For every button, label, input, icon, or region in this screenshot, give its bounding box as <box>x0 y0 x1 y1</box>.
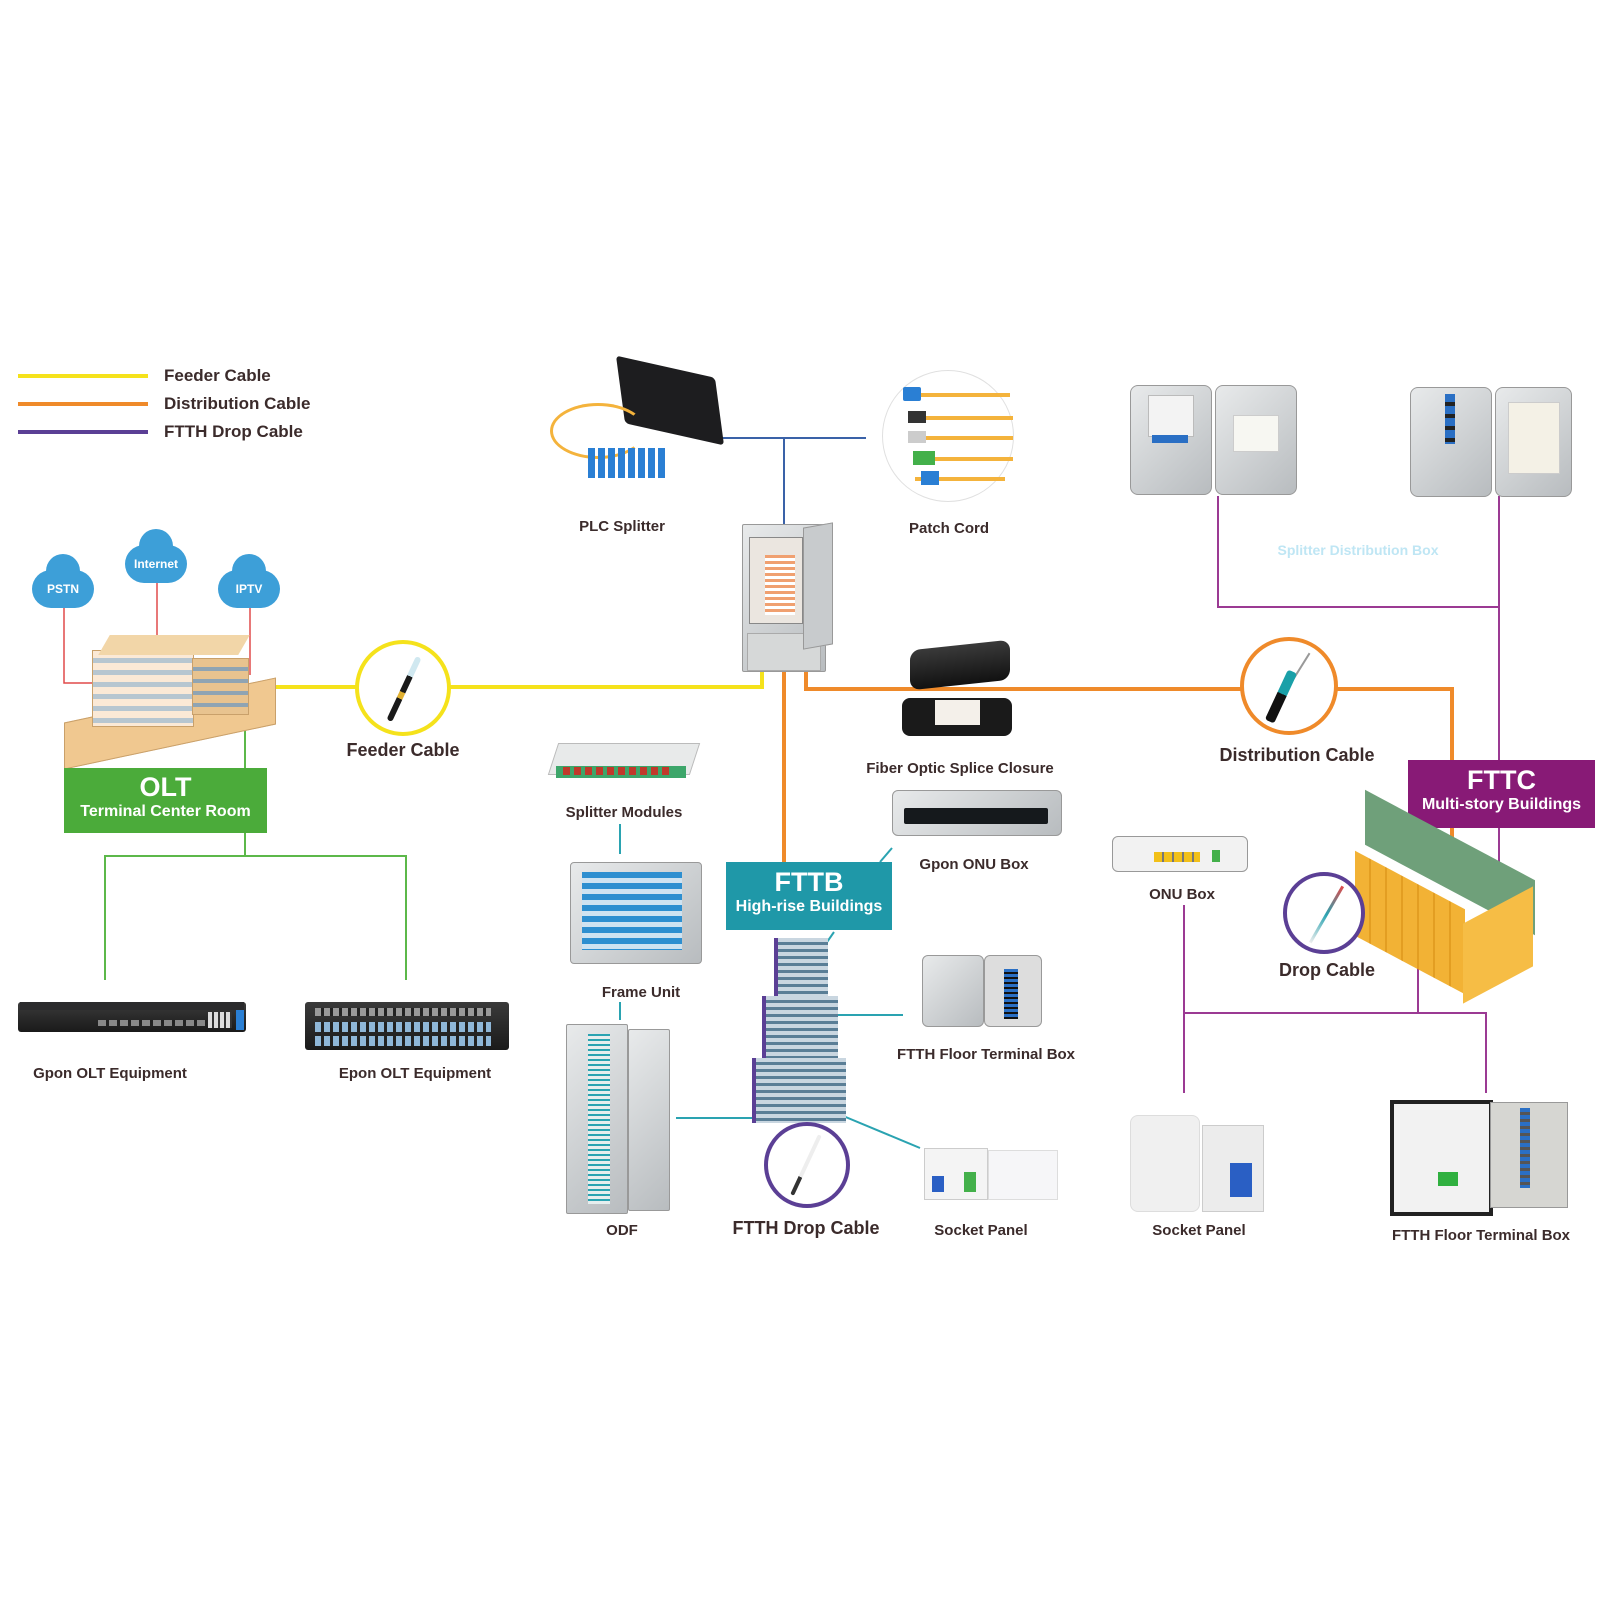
ftth-floor-terminal-box-2-icon <box>1390 1100 1570 1216</box>
olt-building-icon <box>64 630 276 770</box>
plc-splitter-icon <box>550 355 725 498</box>
ftth-drop-cable-circle <box>764 1122 850 1208</box>
fttb-subtitle: High-rise Buildings <box>735 898 883 915</box>
feeder-cable-circle <box>355 640 451 736</box>
odf-icon <box>566 1024 674 1214</box>
gpon-onu-box-label: Gpon ONU Box <box>919 856 1029 873</box>
epon-olt-equipment-icon <box>305 1002 509 1050</box>
feeder-cable-line <box>250 672 764 689</box>
patch-cord-label: Patch Cord <box>908 520 990 537</box>
fttb-title: FTTB <box>774 867 844 897</box>
fttc-bottom-right <box>1418 1012 1487 1093</box>
patch-cord-icon <box>882 370 1014 502</box>
high-rise-building-icon <box>752 938 847 1128</box>
gpon-olt-equipment-label: Gpon OLT Equipment <box>33 1065 187 1082</box>
cloud-iptv-icon: IPTV <box>218 554 280 608</box>
sdb-link <box>1217 496 1499 608</box>
drop-cable-label: Drop Cable <box>1278 960 1376 980</box>
fttc-bottom-links <box>1183 905 1419 1014</box>
legend-distribution-swatch <box>18 402 148 406</box>
splitter-distribution-box-label: Splitter Distribution Box <box>1277 542 1439 558</box>
pstn-link <box>63 600 95 684</box>
frame-unit-icon <box>570 862 705 964</box>
olt-links <box>104 855 407 980</box>
splitter-modules-icon <box>547 738 701 788</box>
fttb-label-box: FTTB High-rise Buildings <box>726 862 892 930</box>
fttc-title: FTTC <box>1467 765 1536 795</box>
fttc-label-box: FTTC Multi-story Buildings <box>1408 760 1595 828</box>
gpon-onu-link <box>879 847 893 863</box>
olt-title: OLT <box>139 772 192 802</box>
legend-drop: FTTH Drop Cable <box>18 422 303 442</box>
distribution-cable-circle <box>1240 637 1338 735</box>
splice-closure-label: Fiber Optic Splice Closure <box>866 760 1054 777</box>
olt-label-box: OLT Terminal Center Room <box>64 768 267 833</box>
legend-feeder-swatch <box>18 374 148 378</box>
ftth-drop-cable-icon <box>790 1134 822 1196</box>
splitter-modules-label: Splitter Modules <box>565 804 683 821</box>
legend-feeder-label: Feeder Cable <box>164 366 271 385</box>
ftth-floor-terminal-box-2-label: FTTH Floor Terminal Box <box>1391 1227 1571 1244</box>
cloud-internet-icon: Internet <box>125 529 187 583</box>
socket-panel-1-label: Socket Panel <box>934 1222 1028 1239</box>
splitter-distribution-box-2-icon <box>1400 382 1580 497</box>
legend-distribution-label: Distribution Cable <box>164 394 311 413</box>
splitter-distribution-box-1-icon <box>1120 380 1300 495</box>
frame-unit-label: Frame Unit <box>601 984 681 1001</box>
odf-label: ODF <box>606 1222 638 1239</box>
distribution-cable-label: Distribution Cable <box>1219 745 1375 765</box>
cloud-internet-label: Internet <box>133 557 178 571</box>
distribution-cable-line <box>804 672 1454 762</box>
socket-panel-2-label: Socket Panel <box>1152 1222 1246 1239</box>
feeder-cable-label: Feeder Cable <box>346 740 460 760</box>
legend-drop-swatch <box>18 430 148 434</box>
legend-drop-label: FTTH Drop Cable <box>164 422 303 441</box>
epon-olt-equipment-label: Epon OLT Equipment <box>338 1065 492 1082</box>
plc-splitter-label: PLC Splitter <box>579 518 665 535</box>
socket-panel-1-icon <box>924 1148 1060 1200</box>
cloud-iptv-label: IPTV <box>235 582 263 596</box>
socket-panel-link <box>835 1112 921 1149</box>
socket-panel-2-icon <box>1130 1115 1270 1215</box>
gpon-onu-box-icon <box>892 790 1062 838</box>
cloud-pstn-label: PSTN <box>46 582 79 596</box>
fttc-subtitle: Multi-story Buildings <box>1421 796 1582 813</box>
drop-cable-circle <box>1283 872 1365 954</box>
feeder-cable-icon <box>386 656 422 722</box>
gpon-olt-equipment-icon <box>18 1002 246 1032</box>
onu-box-icon <box>1112 836 1248 872</box>
olt-subtitle: Terminal Center Room <box>80 803 251 820</box>
ftth-floor-terminal-box-1-label: FTTH Floor Terminal Box <box>896 1046 1076 1063</box>
splice-closure-icon <box>900 639 1020 750</box>
legend-distribution: Distribution Cable <box>18 394 310 414</box>
ftth-floor-terminal-box-1-icon <box>922 955 1042 1030</box>
street-cabinet-icon <box>742 522 833 672</box>
cloud-pstn-icon: PSTN <box>32 554 94 608</box>
legend-feeder: Feeder Cable <box>18 366 271 386</box>
onu-box-label: ONU Box <box>1149 886 1215 903</box>
ftth-drop-cable-label: FTTH Drop Cable <box>732 1218 880 1238</box>
distribution-cable-icon <box>1264 669 1298 724</box>
